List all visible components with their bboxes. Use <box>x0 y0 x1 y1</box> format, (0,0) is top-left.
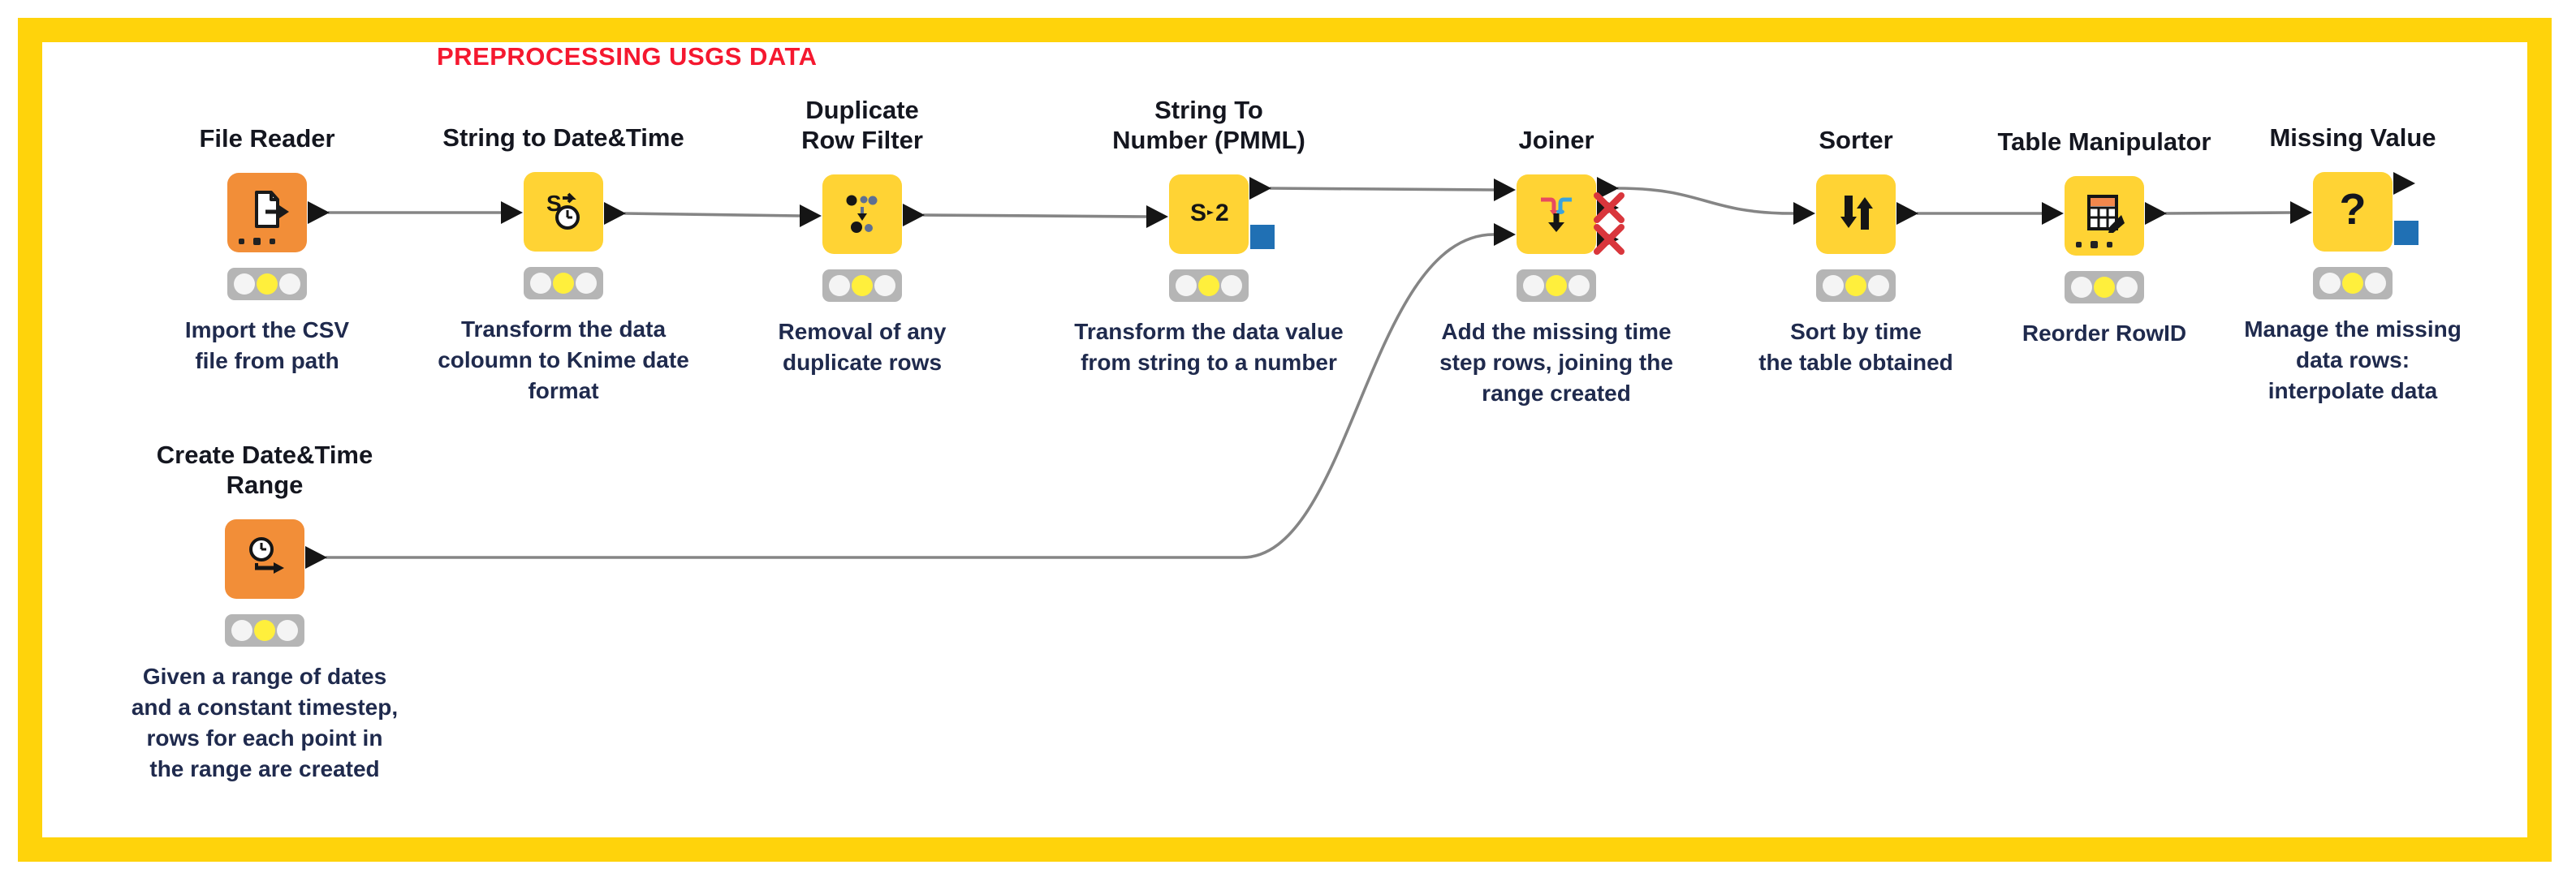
clock-range-icon <box>241 534 288 585</box>
output-port-0[interactable] <box>903 204 925 226</box>
node-caption[interactable]: Import the CSV file from path <box>184 317 350 373</box>
output-port-0[interactable] <box>2393 172 2415 195</box>
node-title[interactable]: String to Date&Time <box>442 123 684 152</box>
traffic-light-status <box>822 269 902 302</box>
node-title[interactable]: Missing Value <box>2269 123 2436 152</box>
node-title[interactable]: Duplicate Row Filter <box>801 96 923 154</box>
input-port-0[interactable] <box>2290 201 2312 224</box>
annotation-title: PREPROCESSING USGS DATA <box>437 42 818 71</box>
connection-duplicate-row-filter-to-string-to-number[interactable] <box>922 213 1147 218</box>
question-mark-icon: ? <box>2329 185 2376 238</box>
input-port-0[interactable] <box>501 201 523 224</box>
connection-create-datetime-range-to-joiner[interactable] <box>326 233 1495 559</box>
node-caption[interactable]: Sort by time the table obtained <box>1758 319 1953 375</box>
traffic-light-status <box>1517 269 1596 302</box>
traffic-light-status <box>2065 271 2144 303</box>
file-document-icon <box>244 187 291 239</box>
svg-text:2: 2 <box>1215 200 1229 226</box>
node-title[interactable]: File Reader <box>199 124 335 153</box>
node-body-file-reader[interactable] <box>227 173 330 252</box>
crossed-port-icon <box>1592 191 1626 225</box>
node-caption[interactable]: Transform the data coloumn to Knime date… <box>438 316 689 403</box>
node-body-create-datetime-range[interactable] <box>225 519 327 599</box>
traffic-light-status <box>2313 267 2393 299</box>
input-port-1[interactable] <box>1494 223 1516 246</box>
node-caption[interactable]: Removal of any duplicate rows <box>778 319 947 375</box>
string-to-date-clock-icon: S <box>540 187 587 238</box>
table-pencil-icon <box>2081 191 2128 242</box>
traffic-light-status <box>524 267 603 299</box>
node-title[interactable]: Sorter <box>1819 126 1893 154</box>
duplicate-rows-filter-icon <box>839 189 886 240</box>
traffic-light-status <box>1169 269 1249 302</box>
node-title[interactable]: Create Date&Time Range <box>156 441 373 499</box>
node-title[interactable]: Joiner <box>1518 126 1594 154</box>
traffic-light-status <box>1816 269 1896 302</box>
node-body-joiner[interactable] <box>1494 174 1625 255</box>
traffic-light-status <box>227 268 307 300</box>
node-caption[interactable]: Transform the data value from string to … <box>1074 319 1344 375</box>
output-port-0[interactable] <box>1249 177 1271 200</box>
node-body-table-manipulator[interactable] <box>2042 176 2167 256</box>
node-title[interactable]: String To Number (PMML) <box>1112 96 1305 154</box>
output-port-0[interactable] <box>1896 202 1918 225</box>
input-port-0[interactable] <box>800 204 822 227</box>
node-body-duplicate-row-filter[interactable] <box>800 174 925 254</box>
joiner-icon <box>1533 189 1580 240</box>
node-caption[interactable]: Reorder RowID <box>2022 321 2187 346</box>
model-output-port-1[interactable] <box>1250 225 1275 249</box>
input-port-0[interactable] <box>1793 202 1815 225</box>
svg-text:?: ? <box>2340 187 2367 234</box>
node-caption[interactable]: Manage the missing data rows: interpolat… <box>2244 316 2462 403</box>
ellipsis-dots-icon <box>239 238 284 245</box>
string-to-number-icon: S 2 <box>1185 189 1232 240</box>
sorter-icon <box>1832 189 1879 240</box>
ellipsis-dots-icon <box>2076 241 2121 248</box>
connection-string-to-datetime-to-duplicate-row-filter[interactable] <box>624 212 800 217</box>
crossed-port-icon <box>1592 222 1626 256</box>
output-port-0[interactable] <box>308 201 330 224</box>
model-output-port-1[interactable] <box>2394 221 2419 245</box>
node-title[interactable]: Table Manipulator <box>1997 127 2211 156</box>
connection-string-to-number-to-joiner[interactable] <box>1269 187 1495 191</box>
input-port-0[interactable] <box>1494 179 1516 201</box>
svg-text:S: S <box>1190 200 1206 226</box>
connection-joiner-to-sorter[interactable] <box>1616 187 1794 215</box>
traffic-light-status <box>225 614 304 647</box>
input-port-0[interactable] <box>2042 202 2064 225</box>
output-port-0[interactable] <box>305 546 327 569</box>
node-caption[interactable]: Add the missing time step rows, joining … <box>1439 319 1673 406</box>
node-body-sorter[interactable] <box>1793 174 1918 254</box>
output-port-0[interactable] <box>2145 202 2167 225</box>
node-body-missing-value[interactable]: ? <box>2290 172 2419 252</box>
output-port-0[interactable] <box>604 202 626 225</box>
node-caption[interactable]: Given a range of dates and a constant ti… <box>131 664 399 781</box>
svg-text:S: S <box>546 191 562 216</box>
node-body-string-to-number[interactable]: S 2 <box>1146 174 1275 254</box>
node-body-string-to-datetime[interactable]: S <box>501 172 626 252</box>
input-port-0[interactable] <box>1146 205 1168 228</box>
